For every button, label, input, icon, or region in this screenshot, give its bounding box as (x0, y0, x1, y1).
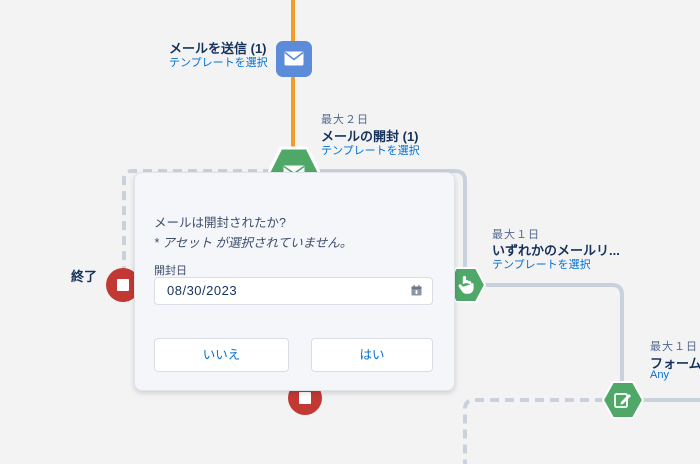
calendar-icon[interactable] (411, 285, 422, 296)
form-any-link[interactable]: Any (650, 369, 669, 381)
send-email-title: メールを送信 (1) (169, 41, 267, 56)
no-button[interactable]: いいえ (154, 338, 289, 372)
open-date-input[interactable]: 08/30/2023 (154, 277, 433, 305)
email-open-template-link[interactable]: テンプレートを選択 (321, 145, 420, 157)
send-email-node[interactable] (276, 41, 312, 77)
yes-button[interactable]: はい (311, 338, 433, 372)
click-link-delay: 最大１日 (492, 229, 540, 241)
popover-question: メールは開封されたか? (154, 216, 286, 230)
envelope-icon (284, 51, 304, 66)
end-label: 終了 (71, 269, 98, 284)
form-title: フォーム (650, 356, 700, 371)
edit-form-icon (614, 393, 631, 408)
form-delay: 最大１日 (650, 341, 698, 353)
click-link-title: いずれかのメールリ... (492, 243, 620, 258)
form-node[interactable] (602, 380, 644, 420)
send-email-template-link[interactable]: テンプレートを選択 (169, 57, 268, 69)
email-open-delay: 最大２日 (321, 114, 369, 126)
email-open-title: メールの開封 (1) (321, 129, 419, 144)
condition-popover: メールは開封されたか? * アセット が選択されていません。 開封日 08/30… (134, 172, 455, 391)
hand-pointer-icon (458, 275, 474, 294)
open-date-label: 開封日 (154, 265, 187, 277)
popover-warning: * アセット が選択されていません。 (154, 236, 353, 250)
open-date-value: 08/30/2023 (167, 283, 238, 298)
click-link-template-link[interactable]: テンプレートを選択 (492, 259, 591, 271)
